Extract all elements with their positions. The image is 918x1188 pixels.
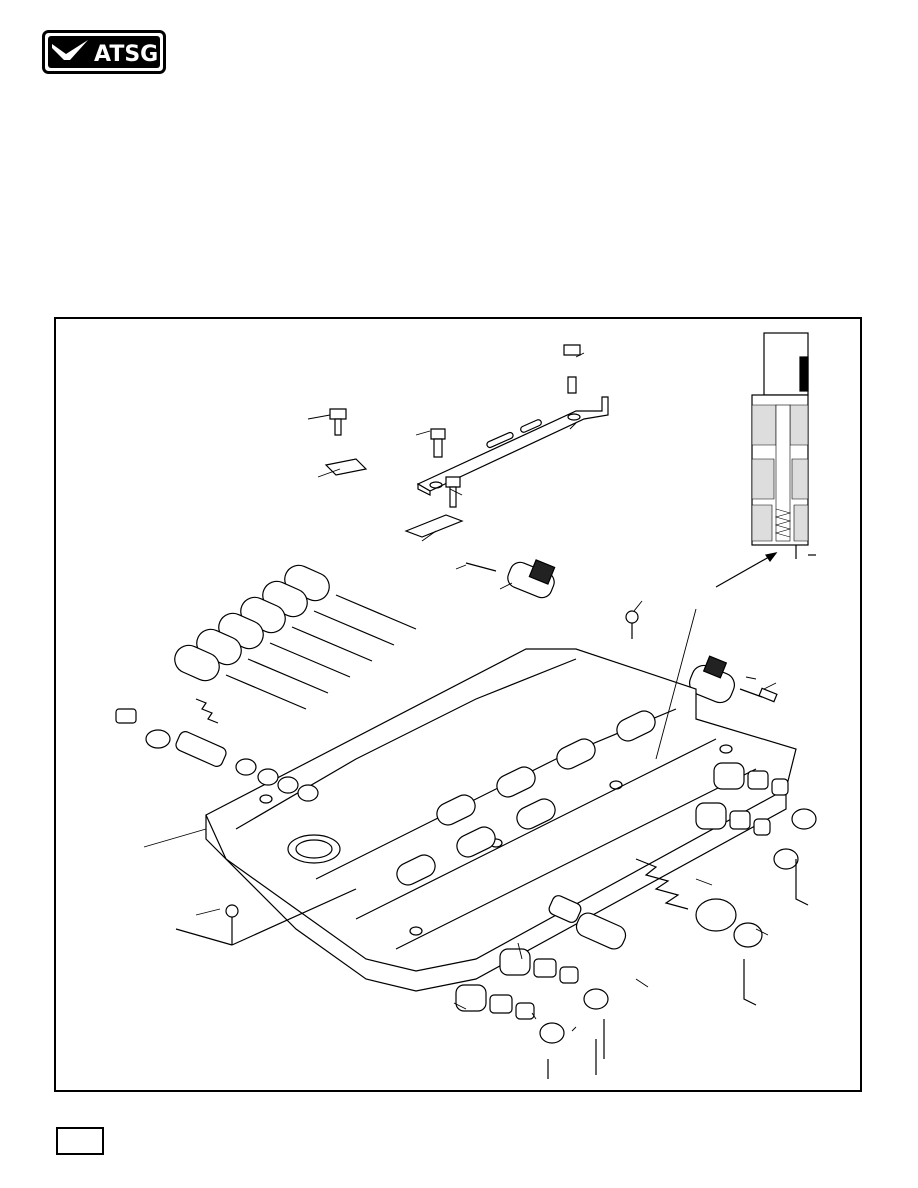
leader-line	[715, 552, 777, 588]
solenoid-row	[174, 564, 417, 710]
center-solenoid	[465, 559, 556, 599]
bracket-assembly	[324, 344, 609, 538]
check-ball-fittings	[175, 610, 639, 946]
rocket-check-icon	[52, 40, 88, 60]
page-number-box	[56, 1127, 104, 1155]
right-solenoid	[689, 655, 778, 704]
valve-components-lower	[455, 895, 627, 1079]
valve-body-diagram	[115, 332, 817, 1079]
solenoid-cross-section	[751, 332, 816, 559]
valve-components-right	[635, 762, 817, 1006]
logo-text: ATSG	[94, 42, 158, 67]
spool-valve-left	[115, 698, 319, 802]
diagram-frame	[54, 317, 862, 1092]
atsg-logo: ATSG	[42, 30, 166, 74]
callout-leaders	[143, 352, 777, 1032]
